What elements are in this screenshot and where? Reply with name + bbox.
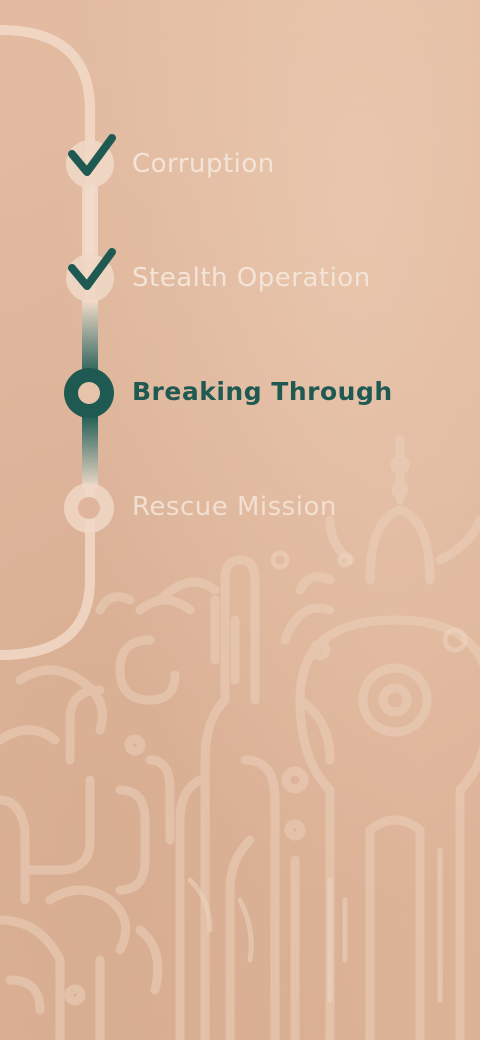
step-2-marker (66, 248, 116, 302)
ring-marker-icon (78, 382, 100, 404)
step-rescue-mission-label: Rescue Mission (132, 492, 337, 522)
step-1-marker (66, 134, 116, 188)
step-4-marker (64, 483, 114, 533)
ring-marker-icon (78, 497, 100, 519)
step-corruption-label[interactable]: Corruption (132, 149, 275, 179)
checkmark-icon (68, 134, 116, 176)
step-stealth-operation-label[interactable]: Stealth Operation (132, 263, 371, 293)
step-3-marker (64, 368, 114, 418)
checkmark-icon (68, 248, 116, 290)
step-breaking-through-label[interactable]: Breaking Through (132, 377, 393, 406)
